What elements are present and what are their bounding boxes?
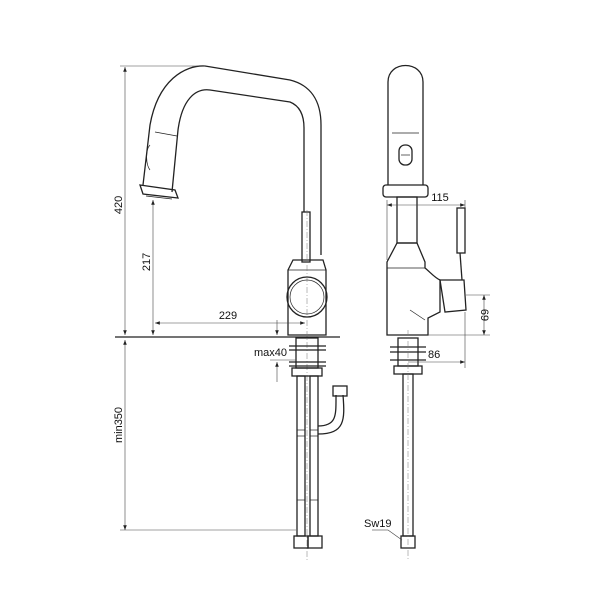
hex-fitting-right — [307, 535, 323, 549]
dim-sw19: Sw19 — [364, 518, 392, 530]
spout-inner — [171, 89, 305, 212]
spray-button — [146, 144, 151, 171]
dim-max40: max40 — [254, 347, 287, 359]
dim-86: 86 — [428, 349, 440, 361]
front-view: 420 217 229 max40 min350 — [113, 65, 348, 560]
lever-rod — [301, 211, 311, 263]
loop-hose — [317, 394, 345, 435]
dim-115: 115 — [431, 192, 449, 204]
hose-right — [309, 375, 319, 537]
dim-217: 217 — [141, 253, 153, 271]
side-body — [386, 242, 441, 336]
dim-229: 229 — [219, 310, 237, 322]
spout-outer — [142, 65, 322, 255]
dim-min350: min350 — [113, 407, 125, 443]
spray-button-side — [398, 144, 413, 166]
dim-420: 420 — [113, 196, 125, 214]
spray-head-ring — [139, 184, 179, 199]
side-view: 115 69 86 Sw19 — [364, 65, 490, 560]
side-lever — [439, 279, 467, 313]
side-spout — [387, 65, 424, 185]
hose-left — [296, 375, 306, 537]
hex-fitting-left — [293, 535, 309, 549]
side-spray-ring — [382, 184, 429, 198]
dim-69: 69 — [478, 309, 490, 321]
